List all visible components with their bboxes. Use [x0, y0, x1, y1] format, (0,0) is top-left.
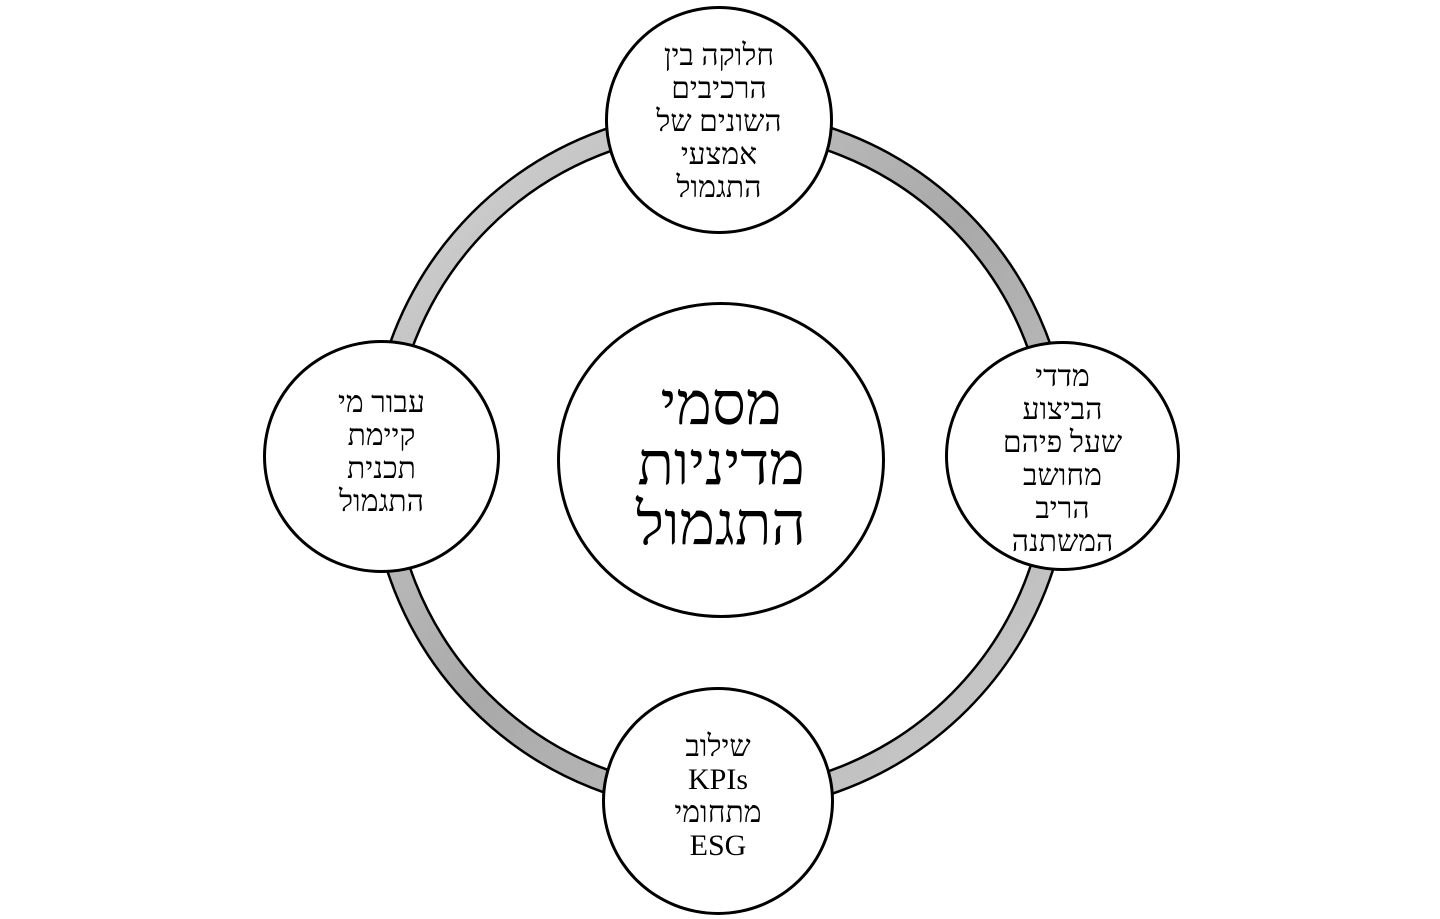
- left-line: התגמול: [339, 484, 424, 518]
- right-line: המשתנה: [1011, 525, 1114, 558]
- top-line: השונים של: [656, 104, 782, 138]
- left-line: קיימת: [347, 418, 416, 452]
- bottom-line: KPIs: [687, 763, 748, 796]
- bottom-line: שילוב: [685, 730, 751, 763]
- center-line: התגמול: [636, 491, 806, 557]
- left-line: תכנית: [347, 451, 416, 485]
- right-line: מדדי: [1035, 360, 1090, 393]
- top-node: חלוקה בין הרכיבים השונים של אמצעי התגמול: [605, 6, 833, 234]
- bottom-node-text: שילוב KPIs מתחומי ESG: [674, 730, 761, 862]
- left-node: עבור מי קיימת תכנית התגמול: [263, 340, 500, 573]
- left-line: עבור מי: [338, 385, 425, 419]
- right-line: הריב: [1035, 492, 1090, 525]
- top-line: התגמול: [676, 170, 762, 204]
- top-line: חלוקה בין: [663, 38, 775, 72]
- right-line: הביצוע: [1022, 393, 1103, 426]
- right-line: מחושב: [1023, 459, 1102, 492]
- center-node-text: מסמי מדיניות התגמול: [636, 374, 806, 554]
- bottom-line: ESG: [689, 829, 747, 862]
- top-node-text: חלוקה בין הרכיבים השונים של אמצעי התגמול: [656, 39, 781, 204]
- right-line: שעל פיהם: [1002, 426, 1123, 459]
- left-node-text: עבור מי קיימת תכנית התגמול: [338, 386, 425, 518]
- top-line: אמצעי: [680, 137, 758, 171]
- right-node: מדדי הביצוע שעל פיהם מחושב הריב המשתנה: [945, 341, 1180, 571]
- center-line: מסמי: [660, 371, 782, 437]
- bottom-line: מתחומי: [674, 796, 762, 829]
- center-node: מסמי מדיניות התגמול: [557, 302, 885, 618]
- top-line: הרכיבים: [671, 71, 767, 105]
- bottom-node: שילוב KPIs מתחומי ESG: [602, 687, 834, 915]
- right-node-text: מדדי הביצוע שעל פיהם מחושב הריב המשתנה: [1003, 360, 1122, 558]
- center-line: מדיניות: [637, 431, 805, 497]
